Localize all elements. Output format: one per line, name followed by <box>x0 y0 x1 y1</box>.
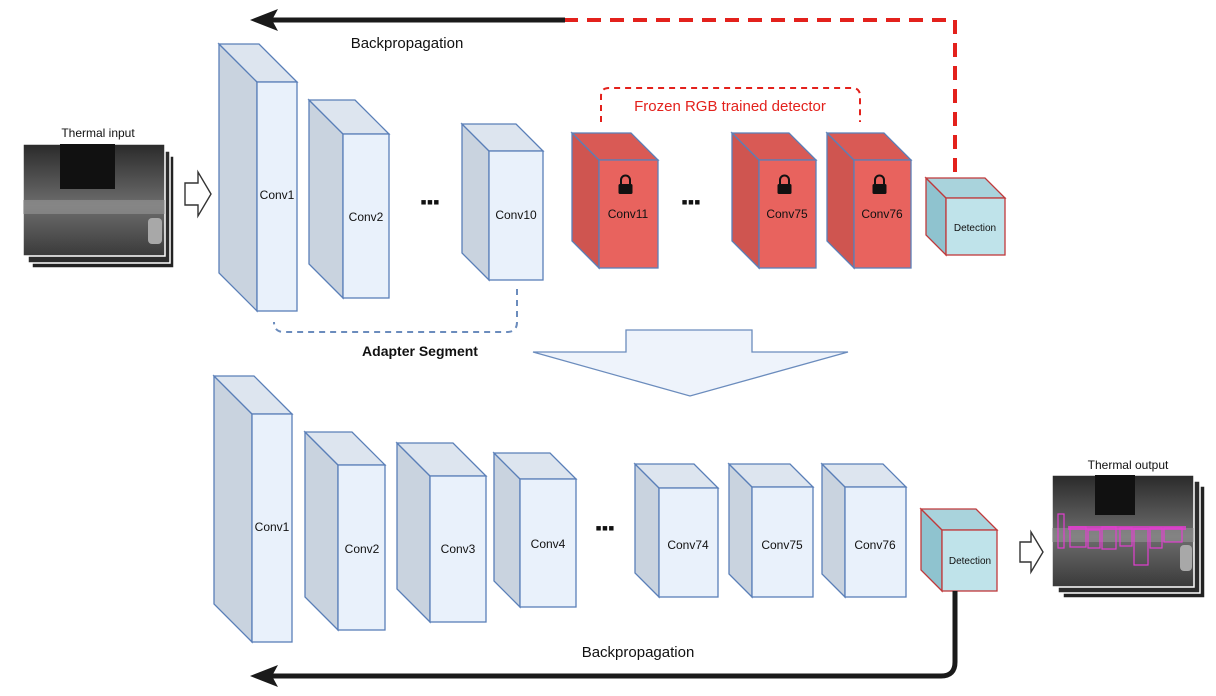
bottom-conv4-label: Conv4 <box>531 537 566 551</box>
bottom-conv2-label: Conv2 <box>345 542 380 556</box>
top-conv10-label: Conv10 <box>495 208 537 222</box>
lock-icon <box>777 174 792 194</box>
top-layer-conv11: Conv11 <box>570 131 660 270</box>
bottom-conv74-label: Conv74 <box>667 538 709 552</box>
bottom-conv76-label: Conv76 <box>854 538 896 552</box>
hollow-arrow-icon <box>1019 529 1044 575</box>
backprop-top-label: Backpropagation <box>351 35 464 52</box>
top-layer-conv76: Conv76 <box>825 131 913 270</box>
bottom-conv3-label: Conv3 <box>441 542 476 556</box>
bottom-backprop-path <box>250 591 958 687</box>
bottom-detection-cube: Detection <box>919 507 999 593</box>
bottom-layer-conv3: Conv3 <box>395 441 488 624</box>
bottom-conv1-label: Conv1 <box>255 520 290 534</box>
adapter-bracket <box>273 289 518 333</box>
top-backprop-path <box>250 9 957 195</box>
lock-icon <box>872 174 887 194</box>
thermal-output-stack <box>1051 474 1206 599</box>
top-ellipsis-1: ▪▪▪ <box>420 192 439 212</box>
adapter-segment-label: Adapter Segment <box>362 343 478 359</box>
bottom-layer-conv76: Conv76 <box>820 462 908 599</box>
bottom-layer-conv4: Conv4 <box>492 451 578 609</box>
top-layer-conv1: Conv1 <box>217 42 299 313</box>
top-detection-label: Detection <box>954 223 996 234</box>
thermal-input-stack <box>22 143 175 269</box>
top-conv1-label: Conv1 <box>260 188 295 202</box>
lock-icon <box>618 174 633 194</box>
top-conv2-label: Conv2 <box>349 210 384 224</box>
bottom-layer-conv1: Conv1 <box>212 374 294 644</box>
top-ellipsis-2: ▪▪▪ <box>681 192 700 212</box>
frozen-bracket <box>600 87 861 122</box>
hollow-arrow-icon <box>184 169 212 219</box>
bottom-ellipsis: ▪▪▪ <box>595 518 614 538</box>
bottom-layer-conv74: Conv74 <box>633 462 720 599</box>
top-layer-conv2: Conv2 <box>307 98 391 300</box>
top-layer-conv10: Conv10 <box>460 122 545 282</box>
thermal-input-label: Thermal input <box>61 126 135 140</box>
top-detection-cube: Detection <box>924 176 1007 257</box>
bottom-detection-label: Detection <box>949 556 991 567</box>
frozen-label: Frozen RGB trained detector <box>634 98 826 115</box>
backprop-bottom-label: Backpropagation <box>582 644 695 661</box>
conv76-top-label: Conv76 <box>861 207 903 221</box>
top-layer-conv75: Conv75 <box>730 131 818 270</box>
bottom-conv75-label: Conv75 <box>761 538 803 552</box>
conv11-label: Conv11 <box>608 207 649 221</box>
transfer-arrow-icon <box>532 329 849 397</box>
bottom-layer-conv2: Conv2 <box>303 430 387 632</box>
bottom-layer-conv75: Conv75 <box>727 462 815 599</box>
thermal-output-label: Thermal output <box>1088 458 1169 472</box>
conv75-top-label: Conv75 <box>766 207 808 221</box>
